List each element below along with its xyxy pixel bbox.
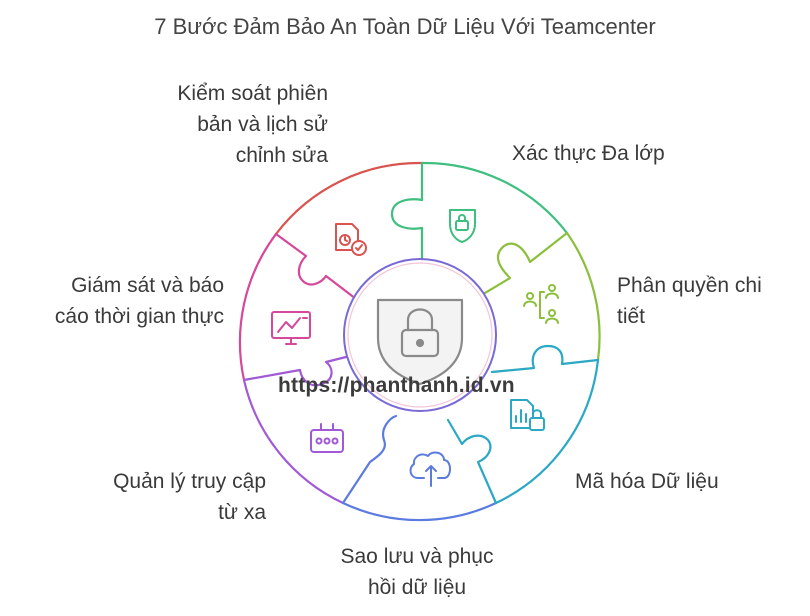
ring-arc-monitoring bbox=[238, 232, 278, 382]
divider-left bbox=[274, 232, 362, 304]
divider-lower-left bbox=[242, 354, 352, 387]
step-backup-label: Sao lưu và phục hồi dữ liệu bbox=[340, 545, 494, 599]
watermark-url: https://phanthanh.id.vn bbox=[278, 374, 515, 397]
ring-arc-encryption bbox=[494, 358, 600, 505]
divider-bottom bbox=[341, 414, 398, 505]
user-hierarchy-icon bbox=[523, 284, 559, 324]
ring-arc-permissions bbox=[565, 231, 601, 362]
document-history-icon bbox=[335, 223, 367, 256]
divider-lower-right bbox=[446, 418, 498, 505]
cloud-upload-icon bbox=[409, 451, 451, 487]
ring-arc-mfa bbox=[420, 161, 569, 235]
remote-control-icon bbox=[310, 423, 344, 453]
encrypted-chart-icon bbox=[510, 399, 545, 431]
step-permissions-label: Phân quyền chi tiết bbox=[617, 274, 762, 328]
ring-arc-version-control bbox=[274, 161, 424, 236]
step-version-control-label: Kiểm soát phiên bản và lịch sử chỉnh sửa bbox=[177, 82, 328, 167]
ring-arc-remote bbox=[242, 378, 345, 505]
divider-top bbox=[390, 161, 424, 272]
step-mfa-label: Xác thực Đa lớp bbox=[512, 142, 665, 165]
ring-arc-backup bbox=[341, 501, 498, 522]
padlock-icon bbox=[376, 298, 464, 386]
step-remote-access-label: Quản lý truy cập từ xa bbox=[113, 470, 266, 524]
page-title: 7 Bước Đảm Bảo An Toàn Dữ Liệu Với Teamc… bbox=[154, 14, 656, 39]
monitor-chart-icon bbox=[271, 311, 311, 345]
shield-lock-icon bbox=[449, 209, 476, 243]
divider-right bbox=[490, 344, 600, 374]
step-monitoring-label: Giám sát và báo cáo thời gian thực bbox=[54, 274, 224, 328]
outer-ring bbox=[238, 161, 601, 522]
divider-upper-right bbox=[478, 231, 569, 298]
step-encryption-label: Mã hóa Dữ liệu bbox=[575, 470, 719, 493]
